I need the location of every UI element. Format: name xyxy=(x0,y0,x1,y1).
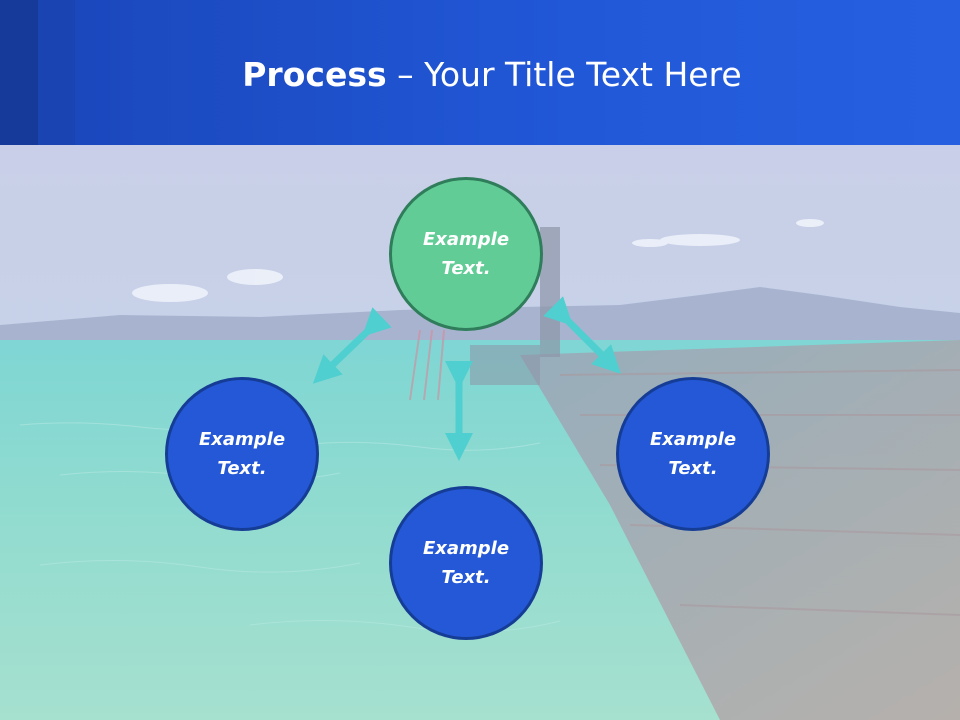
process-node-bottom: Example Text. xyxy=(389,486,543,640)
slide-title: Process – Your Title Text Here xyxy=(0,50,960,100)
process-node-top: Example Text. xyxy=(389,177,543,331)
node-label: Example Text. xyxy=(422,229,510,279)
process-node-right: Example Text. xyxy=(616,377,770,531)
node-label: Example Text. xyxy=(198,429,286,479)
header-band: Process – Your Title Text Here xyxy=(0,0,960,145)
header-accent-strip xyxy=(38,0,75,145)
title-bold: Process xyxy=(242,55,387,94)
title-rest: – Your Title Text Here xyxy=(386,55,742,94)
header-accent-strip xyxy=(0,0,38,145)
node-label: Example Text. xyxy=(422,538,510,588)
node-label: Example Text. xyxy=(649,429,737,479)
process-node-left: Example Text. xyxy=(165,377,319,531)
